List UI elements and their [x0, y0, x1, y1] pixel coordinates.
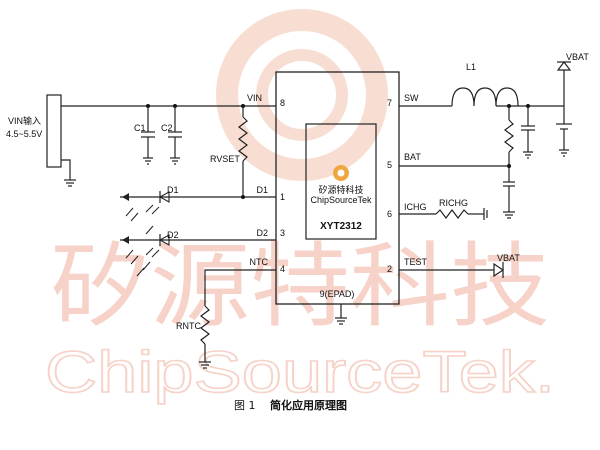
chip-epad-label: 9(EPAD) [320, 289, 355, 299]
pin-2-name: TEST [404, 257, 428, 267]
d2-arrow [122, 236, 129, 244]
vbat-test-label: VBAT [497, 253, 520, 263]
c1-label: C1 [134, 123, 146, 133]
chip-inner-die [305, 123, 377, 240]
capacitor-c2 [168, 106, 182, 165]
capacitor-feedback [503, 181, 515, 219]
vbat-top-arrow [556, 61, 572, 71]
pin-6-number: 6 [387, 209, 392, 219]
watermark: 矽源特科技 ChipSourceTek. [44, 9, 556, 406]
vin-connector [46, 94, 62, 168]
watermark-chinese: 矽源特科技 [50, 233, 550, 340]
capacitor-c1 [141, 106, 155, 165]
led-d1 [145, 191, 170, 215]
rvset-label: RVSET [210, 154, 240, 164]
battery-symbol [556, 106, 572, 157]
vin-input-label: VIN输入 [8, 115, 41, 126]
pin-1-name: D1 [256, 185, 268, 195]
pin-5-name: BAT [404, 152, 421, 162]
pin-2-number: 2 [387, 264, 392, 274]
pin-1-number: 1 [280, 192, 285, 202]
chip-name: XYT2312 [320, 221, 362, 232]
d1-arrow [122, 193, 129, 201]
l1-label: L1 [466, 62, 476, 72]
pin-5-number: 5 [387, 160, 392, 170]
pin-3-number: 3 [280, 228, 285, 238]
d2-label: D2 [167, 230, 179, 240]
pin-3-name: D2 [256, 228, 268, 238]
chip-body [275, 71, 400, 305]
vbat-top-label: VBAT [566, 52, 589, 62]
watermark-logo-ring [216, 9, 388, 181]
watermark-logo-inner [256, 49, 348, 141]
figure-title: 简化应用原理图 [270, 398, 347, 412]
led-d2 [145, 234, 170, 258]
watermark-english: ChipSourceTek. [45, 340, 555, 405]
c2-label: C2 [161, 123, 173, 133]
pin-4-number: 4 [280, 264, 285, 274]
ground-symbol-epad [335, 317, 347, 325]
vbat-test-arrow [493, 262, 505, 278]
chip-logo-icon-center [337, 169, 345, 177]
capacitor-output [521, 106, 535, 159]
resistor-rntc [199, 305, 211, 369]
pin-8-number: 8 [280, 98, 285, 108]
chip-logo: 矽源特科技 ChipSourceTek [310, 165, 372, 205]
rntc-label: RNTC [176, 321, 201, 331]
pin-8-name: VIN [247, 93, 262, 103]
vin-range-label: 4.5~5.5V [6, 129, 42, 139]
figure-number: 图 1 [234, 399, 256, 412]
richg-label: RICHG [439, 198, 468, 208]
d1-label: D1 [167, 185, 179, 195]
resistor-feedback [504, 106, 514, 182]
pin-7-name: SW [404, 93, 419, 103]
inductor-l1 [451, 87, 519, 107]
pin-6-name: ICHG [404, 202, 427, 212]
resistor-rvset [238, 106, 248, 178]
light-emission-arrows [125, 207, 154, 277]
pin-4-name: NTC [250, 257, 269, 267]
ground-symbol-vin [64, 179, 76, 187]
pin-7-number: 7 [387, 98, 392, 108]
chip-logo-cn: 矽源特科技 [318, 184, 363, 195]
chip-logo-en: ChipSourceTek [310, 195, 372, 205]
resistor-richg [435, 209, 469, 219]
